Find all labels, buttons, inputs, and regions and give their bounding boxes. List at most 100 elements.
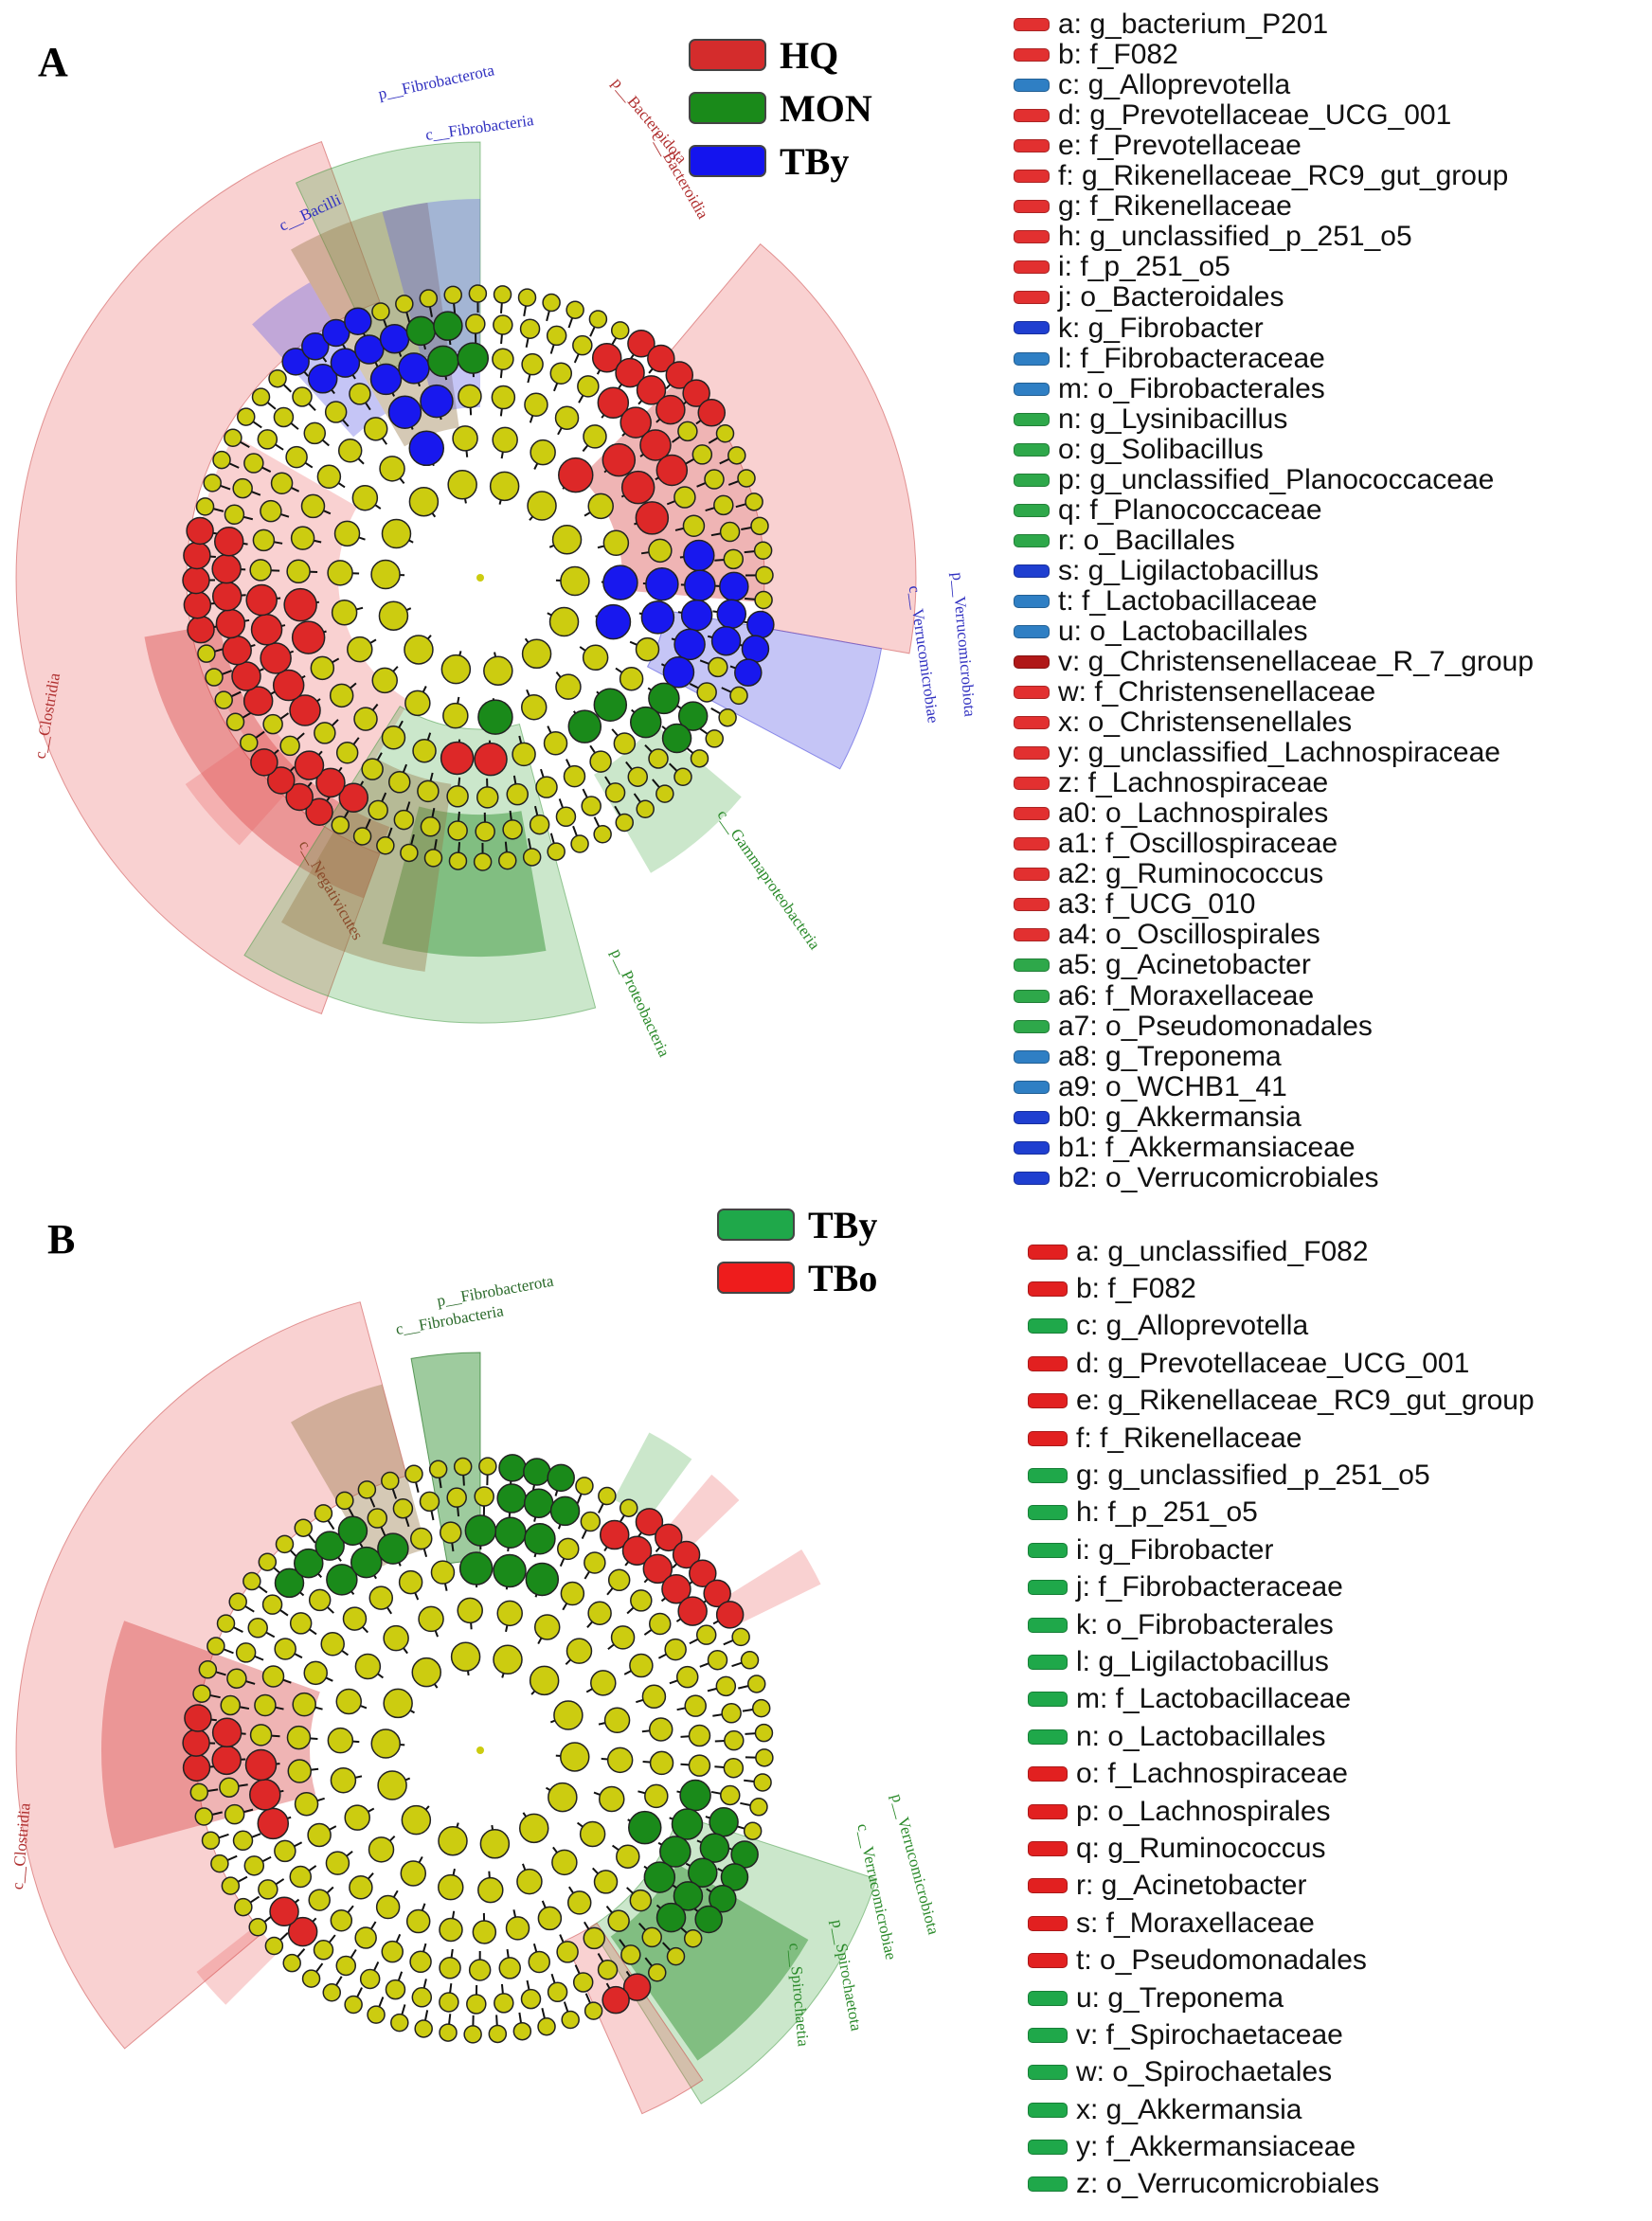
taxon-node — [335, 1491, 354, 1511]
taxon-node — [439, 1992, 459, 2013]
taxon-node — [224, 504, 245, 526]
taxon-node — [523, 1458, 551, 1486]
taxon-node — [566, 300, 584, 319]
taxon-node — [390, 2013, 409, 2033]
taxon-node — [695, 1624, 717, 1645]
taxon-node — [720, 1784, 741, 1806]
taxon-node — [213, 526, 244, 557]
taxon-node — [537, 2016, 556, 2036]
taxon-node — [198, 1660, 218, 1679]
taxon-legend-item: g: g_unclassified_p_251_o5 — [1028, 1457, 1535, 1494]
taxon-node — [684, 1694, 707, 1717]
taxon-node — [709, 1884, 737, 1913]
taxon-node — [647, 344, 675, 373]
taxon-node — [659, 1836, 691, 1868]
taxon-node — [361, 758, 384, 780]
taxon-node — [412, 738, 437, 763]
taxon-node — [305, 797, 333, 826]
taxon-node — [754, 590, 773, 610]
taxon-node — [741, 635, 770, 663]
taxon-node — [675, 1665, 699, 1689]
taxon-node — [313, 1940, 334, 1961]
taxon-node — [303, 1660, 328, 1686]
taxon-node — [581, 796, 602, 816]
taxon-legend-item: e: g_Rikenellaceae_RC9_gut_group — [1028, 1383, 1535, 1420]
taxon-node — [694, 1905, 723, 1934]
taxon-node — [203, 474, 222, 493]
taxon-legend-item: y: g_unclassified_Lachnospiraceae — [1014, 737, 1534, 768]
taxon-label: a: g_bacterium_P201 — [1058, 9, 1329, 41]
taxon-swatch — [1014, 898, 1050, 912]
taxon-node — [648, 538, 673, 564]
taxon-node — [641, 1684, 667, 1710]
taxon-node — [616, 1844, 640, 1869]
taxon-node — [228, 1592, 247, 1612]
taxon-node — [537, 1906, 563, 1931]
taxon-node — [272, 669, 305, 702]
taxon-node — [367, 2005, 386, 2024]
taxon-node — [607, 1909, 630, 1932]
taxon-node — [560, 565, 590, 597]
clade-sector — [291, 1384, 427, 1570]
taxon-label: a4: o_Oscillospirales — [1058, 919, 1320, 951]
taxon-node — [699, 1833, 730, 1863]
taxon-node — [498, 1957, 521, 1979]
taxon-node — [314, 1504, 333, 1523]
taxon-legend-item: a9: o_WCHB1_41 — [1014, 1071, 1534, 1102]
taxon-node — [583, 424, 607, 449]
taxon-node — [642, 1553, 673, 1585]
taxon-node — [704, 469, 725, 490]
taxon-node — [335, 1955, 357, 1977]
taxon-legend-item: a: g_bacterium_P201 — [1014, 9, 1534, 40]
taxon-node — [286, 559, 311, 584]
taxon-node — [555, 806, 577, 828]
taxon-node — [325, 1851, 350, 1875]
taxon-node — [330, 1908, 353, 1932]
taxon-node — [381, 725, 406, 750]
taxon-legend-item: v: f_Spirochaetaceae — [1028, 2016, 1535, 2053]
taxon-node — [746, 1675, 766, 1693]
taxon-node — [691, 444, 713, 465]
taxon-node — [491, 385, 516, 410]
taxon-node — [619, 1498, 638, 1517]
taxon-node — [477, 1876, 504, 1904]
cladogram-b: p__Fibrobacterotac__Fibrobacteriac__Clos… — [9, 1272, 943, 2115]
taxon-legend-item: z: o_Verrucomicrobiales — [1028, 2166, 1535, 2203]
taxon-node — [294, 1518, 313, 1537]
taxon-node — [290, 526, 315, 550]
taxon-node — [211, 1745, 242, 1776]
taxon-label: b1: f_Akkermansiaceae — [1058, 1131, 1356, 1163]
taxon-swatch — [1014, 18, 1050, 32]
taxon-node — [349, 1875, 373, 1900]
taxon-node — [326, 1564, 358, 1596]
group-swatch — [717, 1262, 795, 1294]
group-swatch — [717, 1209, 795, 1241]
taxon-node — [750, 516, 769, 536]
taxon-node — [502, 819, 523, 840]
taxon-swatch — [1014, 624, 1050, 638]
taxon-node — [247, 1618, 268, 1639]
panel-a-letter: A — [38, 39, 68, 85]
group-label: TBy — [780, 139, 850, 183]
taxon-node — [387, 395, 422, 429]
taxon-node — [620, 470, 655, 505]
taxon-node — [648, 748, 669, 769]
taxon-node — [553, 1700, 584, 1730]
taxon-node — [535, 776, 558, 798]
taxon-node — [607, 1568, 631, 1592]
taxon-node — [301, 332, 330, 361]
group-label: HQ — [780, 33, 839, 77]
taxon-node — [452, 425, 478, 452]
taxon-node — [580, 1511, 602, 1532]
taxon-node — [713, 494, 734, 516]
taxon-swatch — [1014, 594, 1050, 608]
taxon-node — [740, 1651, 760, 1670]
taxon-node — [560, 1742, 590, 1772]
taxon-node — [723, 548, 745, 570]
taxon-node — [342, 1606, 368, 1631]
taxon-node — [405, 1908, 431, 1934]
taxon-node — [557, 1537, 580, 1561]
taxon-node — [409, 1527, 433, 1550]
taxon-node — [363, 417, 388, 441]
